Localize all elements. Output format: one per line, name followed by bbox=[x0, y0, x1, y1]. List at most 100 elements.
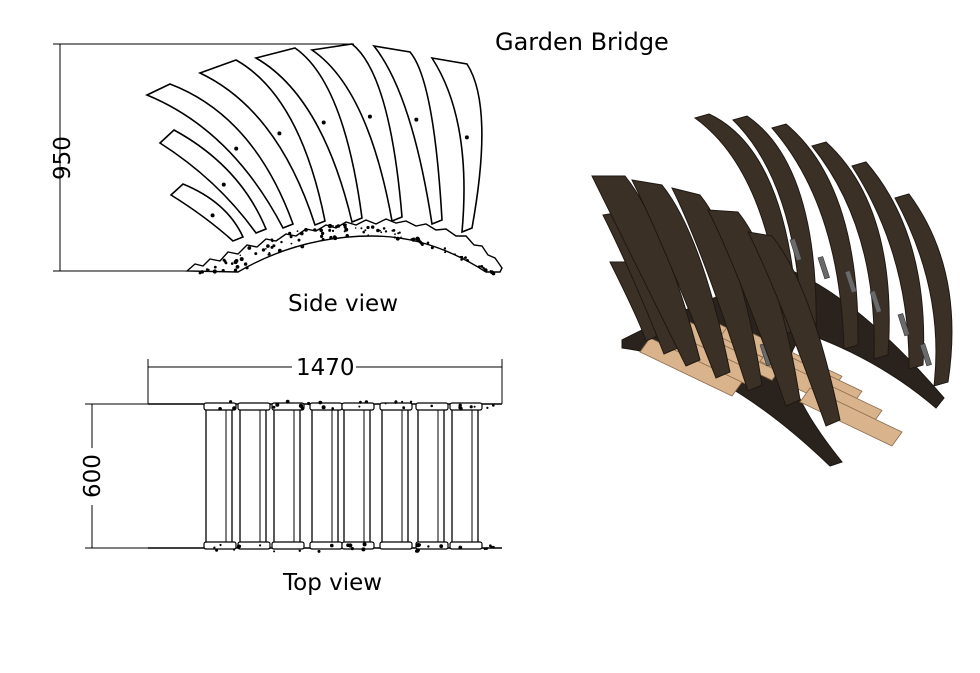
rail-dot bbox=[350, 547, 354, 551]
gravel-dot bbox=[200, 271, 203, 274]
rail-dot bbox=[317, 549, 321, 553]
side-rib bbox=[197, 59, 326, 227]
gravel-dot bbox=[335, 225, 338, 228]
top-rib-cap bbox=[271, 541, 305, 550]
rail-dot bbox=[402, 406, 406, 410]
render-pin bbox=[869, 290, 882, 314]
side-rib-bolt bbox=[210, 213, 215, 218]
render-front-ribs bbox=[591, 175, 841, 427]
gravel-dot bbox=[444, 251, 447, 254]
gravel-dot bbox=[466, 259, 470, 263]
gravel-dot bbox=[266, 244, 270, 248]
rail-dot bbox=[459, 406, 463, 411]
gravel-dot bbox=[371, 225, 375, 229]
gravel-dot bbox=[272, 244, 276, 248]
gravel-dot bbox=[207, 268, 210, 272]
gravel-dot bbox=[288, 231, 292, 235]
rail-dot bbox=[394, 400, 398, 404]
gravel-dot bbox=[391, 229, 394, 232]
render-front-rib bbox=[747, 231, 841, 427]
render-back-rib bbox=[894, 193, 953, 387]
top-planks bbox=[203, 402, 483, 550]
render-back-rib bbox=[851, 161, 925, 370]
rail-dot bbox=[330, 543, 334, 548]
rail-dot bbox=[229, 400, 233, 404]
gravel-dot bbox=[379, 229, 381, 232]
rail-dot bbox=[473, 405, 476, 408]
rail-dot bbox=[361, 547, 366, 552]
top-rib-cap bbox=[341, 402, 375, 411]
gravel-dot bbox=[376, 228, 380, 233]
length-dimension-label: 1470 bbox=[296, 355, 355, 381]
gravel-dot bbox=[280, 240, 283, 244]
rail-dot bbox=[409, 400, 413, 403]
gravel-dot bbox=[478, 265, 481, 268]
rail-dot bbox=[458, 403, 462, 407]
rail-dot bbox=[236, 544, 241, 549]
gravel-dot bbox=[300, 244, 305, 249]
gravel-dot bbox=[426, 241, 430, 245]
gravel-dot bbox=[464, 256, 467, 259]
rail-dot bbox=[259, 544, 262, 547]
rail-dot bbox=[458, 545, 463, 550]
gravel-dot bbox=[319, 228, 324, 233]
side-rib bbox=[145, 83, 295, 230]
rail-dot bbox=[307, 401, 311, 406]
gravel-dot bbox=[320, 234, 324, 238]
gravel-dot bbox=[366, 225, 370, 230]
gravel-dot bbox=[483, 268, 488, 273]
gravel-dot bbox=[313, 228, 317, 232]
side-rib-bolt bbox=[221, 182, 226, 187]
gravel-dot bbox=[261, 248, 266, 252]
gravel-dot bbox=[384, 230, 388, 233]
rail-dot bbox=[215, 548, 219, 552]
render-front-rib bbox=[631, 179, 731, 379]
rail-dot bbox=[417, 548, 420, 552]
rail-dot bbox=[430, 404, 434, 408]
gravel-dot bbox=[443, 247, 447, 250]
gravel-dot bbox=[327, 223, 332, 229]
side-ribs bbox=[145, 43, 483, 242]
gravel-dot bbox=[245, 266, 249, 270]
rail-dot bbox=[489, 544, 492, 547]
top-plank bbox=[381, 405, 409, 547]
gravel-dot bbox=[398, 231, 401, 234]
side-rib bbox=[372, 44, 443, 226]
side-rib bbox=[253, 47, 363, 224]
gravel-dot bbox=[213, 265, 217, 269]
rail-dot bbox=[427, 545, 430, 548]
rail-dot bbox=[300, 406, 305, 410]
gravel-dot bbox=[239, 254, 242, 257]
rail-dot bbox=[362, 542, 367, 547]
rail-dot bbox=[492, 545, 495, 549]
rail-dot bbox=[492, 404, 495, 407]
top-rib-cap bbox=[309, 402, 343, 411]
gravel-dot bbox=[417, 239, 421, 243]
gravel-dot bbox=[265, 248, 267, 250]
rail-dot bbox=[275, 402, 280, 407]
rail-dot bbox=[219, 543, 222, 547]
rail-dot bbox=[384, 402, 387, 405]
rail-dot bbox=[273, 550, 276, 553]
gravel-dot bbox=[290, 242, 293, 245]
gravel-dot bbox=[234, 259, 239, 263]
gravel-dot bbox=[296, 230, 299, 233]
gravel-dot bbox=[332, 225, 334, 227]
rail-dot bbox=[321, 405, 326, 410]
rail-dot bbox=[348, 543, 353, 548]
gravel-dot bbox=[411, 237, 416, 242]
gravel-dot bbox=[235, 265, 240, 269]
rail-dot bbox=[358, 405, 361, 408]
top-view: Top view bbox=[85, 359, 503, 596]
gravel-dot bbox=[344, 227, 349, 232]
gravel-dot bbox=[271, 239, 274, 243]
top-rib-cap bbox=[379, 541, 413, 550]
gravel-dot bbox=[380, 231, 383, 234]
side-rib bbox=[430, 56, 483, 234]
side-gravel-dots bbox=[198, 223, 496, 276]
gravel-dot bbox=[400, 236, 402, 239]
top-rib-cap bbox=[309, 541, 343, 550]
rail-dot bbox=[364, 400, 369, 404]
render-pin bbox=[897, 313, 910, 337]
